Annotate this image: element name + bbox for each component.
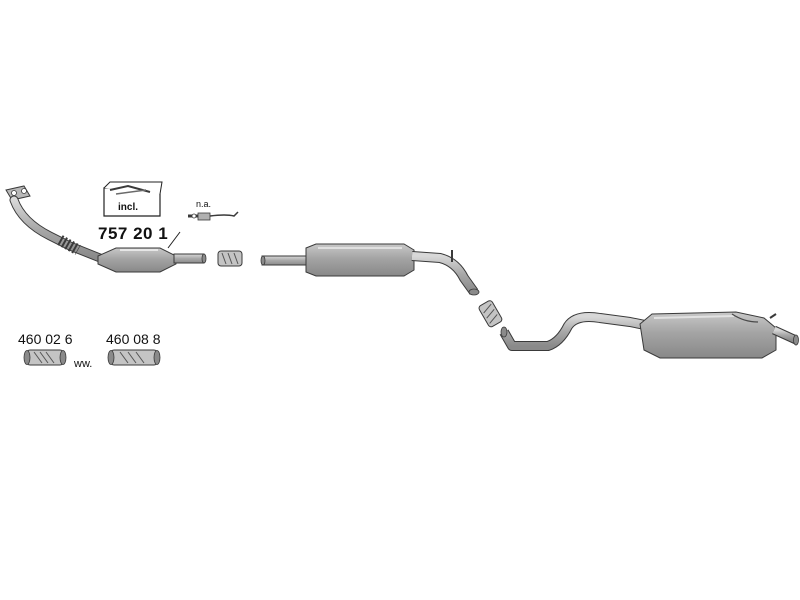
- clamp-460-02-6: [23, 349, 67, 366]
- front-downpipe: [5, 185, 105, 263]
- connector-sleeve-1: [217, 250, 243, 267]
- connector-sleeve-2: [478, 300, 503, 328]
- part-number-460-08-8: 460 08 8: [106, 331, 161, 347]
- part-number-460-02-6: 460 02 6: [18, 331, 73, 347]
- ww-label: ww.: [74, 358, 93, 370]
- middle-silencer-section: [260, 243, 480, 296]
- incl-label: incl.: [118, 202, 139, 213]
- rear-silencer-section: [499, 311, 799, 359]
- gasket-kit-box: [103, 181, 163, 217]
- leader-line: [167, 231, 181, 249]
- part-number-757-20-1: 757 20 1: [98, 224, 169, 243]
- lambda-sensor: [188, 211, 239, 221]
- clamp-460-08-8: [107, 349, 161, 366]
- catalytic-converter: [97, 247, 207, 273]
- na-label: n.a.: [196, 199, 212, 209]
